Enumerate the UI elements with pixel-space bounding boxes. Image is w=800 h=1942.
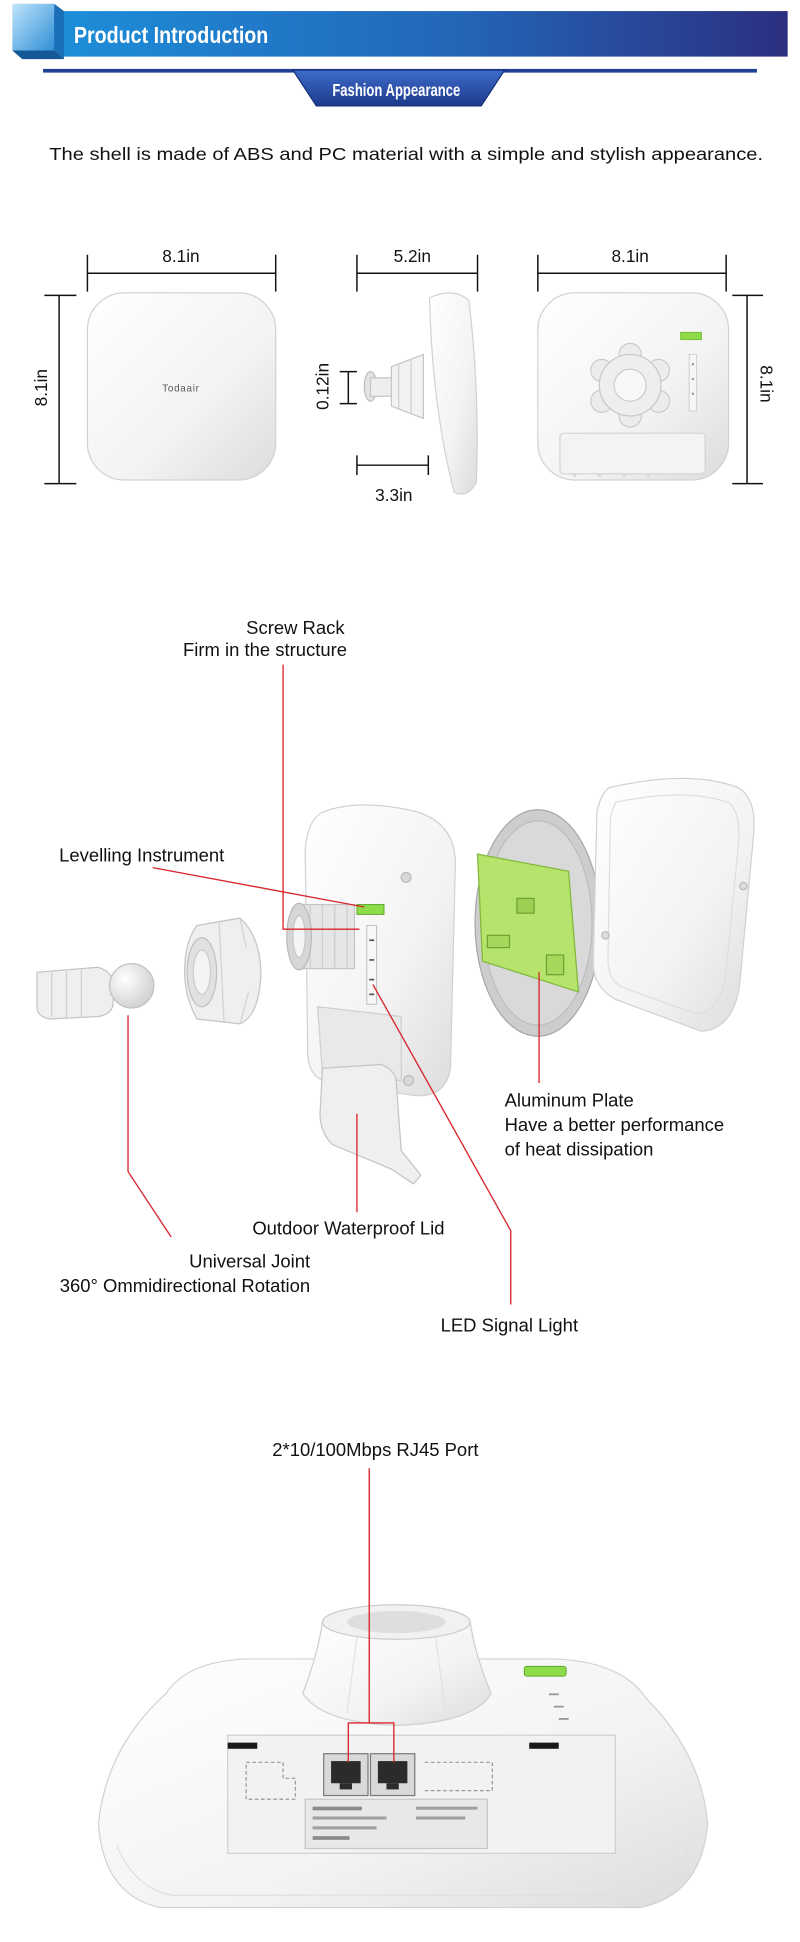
brand-logo: Todaair: [162, 383, 199, 394]
side-gap-marker: [339, 370, 357, 405]
rj45-port-leader: [347, 1468, 395, 1763]
front-height-line: [44, 294, 77, 485]
header-cube-icon: [12, 3, 65, 60]
side-mount-length-label: 3.3in: [375, 485, 412, 505]
front-width-label: 8.1in: [162, 246, 199, 266]
page-title: Product Introduction: [74, 22, 268, 48]
header-banner: [49, 11, 788, 57]
section-tab: [291, 69, 506, 107]
front-height-label: 8.1in: [31, 369, 51, 406]
levelling-leader: [152, 866, 365, 908]
back-height-line: [732, 294, 764, 485]
front-view: 8.1in 8.1in Todaair: [31, 246, 277, 485]
back-width-label: 8.1in: [611, 246, 648, 266]
side-mount-length-line: [356, 455, 430, 476]
waterproof-lid-label: Outdoor Waterproof Lid: [252, 1217, 444, 1238]
back-lid-panel: [559, 432, 706, 475]
side-device-profile: [428, 292, 478, 495]
side-view: 5.2in 0.12in 3.3in: [313, 246, 479, 505]
side-mount-bracket: [363, 353, 424, 420]
side-depth-label: 5.2in: [394, 246, 431, 266]
back-screw-holes: [572, 473, 651, 477]
mount-gear-icon: [590, 342, 671, 428]
back-view: 8.1in 8.1in: [537, 246, 777, 485]
led-signal-strip: [366, 924, 378, 1005]
front-device: [86, 292, 277, 481]
screw-rack-desc: Firm in the structure: [183, 639, 347, 660]
led-signal-label: LED Signal Light: [441, 1315, 578, 1336]
universal-joint-part: [36, 963, 155, 1020]
exploded-view: Screw Rack Firm in the structure Levelli…: [36, 617, 755, 1336]
aluminum-plate-part: [474, 809, 602, 1037]
dimension-views: 8.1in 8.1in Todaair 5.2in 0.12in 3.3in: [31, 246, 777, 505]
device-mount-cylinder: [302, 1604, 492, 1727]
front-width-line: [86, 254, 277, 292]
levelling-instrument-part: [356, 904, 385, 915]
level-bubble: [680, 331, 702, 341]
led-dots-bottom: [548, 1693, 569, 1720]
universal-joint-title: Universal Joint: [189, 1251, 310, 1272]
screw-rack-title: Screw Rack: [246, 617, 345, 638]
screw-nut-part: [184, 917, 262, 1025]
header: Product Introduction Fashion Appearance: [12, 3, 788, 107]
rj45-port-label: 2*10/100Mbps RJ45 Port: [272, 1439, 478, 1460]
description-text: The shell is made of ABS and PC material…: [49, 144, 763, 164]
waterproof-lid-part: [319, 1063, 422, 1185]
universal-joint-leader: [127, 1015, 172, 1238]
aluminum-plate-desc-2: of heat dissipation: [505, 1139, 654, 1160]
universal-joint-desc: 360° Ommidirectional Rotation: [60, 1275, 310, 1296]
levelling-instrument-label: Levelling Instrument: [59, 844, 224, 865]
aluminum-plate-desc-1: Have a better performance: [505, 1114, 725, 1135]
main-body-part: [304, 804, 456, 1097]
rj45-port-2: [369, 1753, 416, 1797]
device-spec-sticker: [304, 1798, 488, 1850]
back-height-label: 8.1in: [757, 365, 777, 402]
level-bubble-bottom: [523, 1665, 567, 1677]
side-depth-line: [356, 254, 479, 292]
led-signal-leader: [372, 984, 512, 1305]
led-strip: [688, 353, 698, 412]
section-tab-label: Fashion Appearance: [332, 80, 460, 100]
back-width-line: [537, 254, 727, 292]
screw-rack-leader: [282, 664, 360, 930]
aluminum-plate-title: Aluminum Plate: [505, 1089, 634, 1110]
rj45-port-1: [323, 1753, 369, 1797]
screw-rack-thread: [286, 902, 356, 971]
ports-view: 2*10/100Mbps RJ45 Port: [97, 1439, 709, 1909]
side-gap-label: 0.12in: [313, 363, 333, 410]
front-cover-part: [592, 777, 755, 1032]
